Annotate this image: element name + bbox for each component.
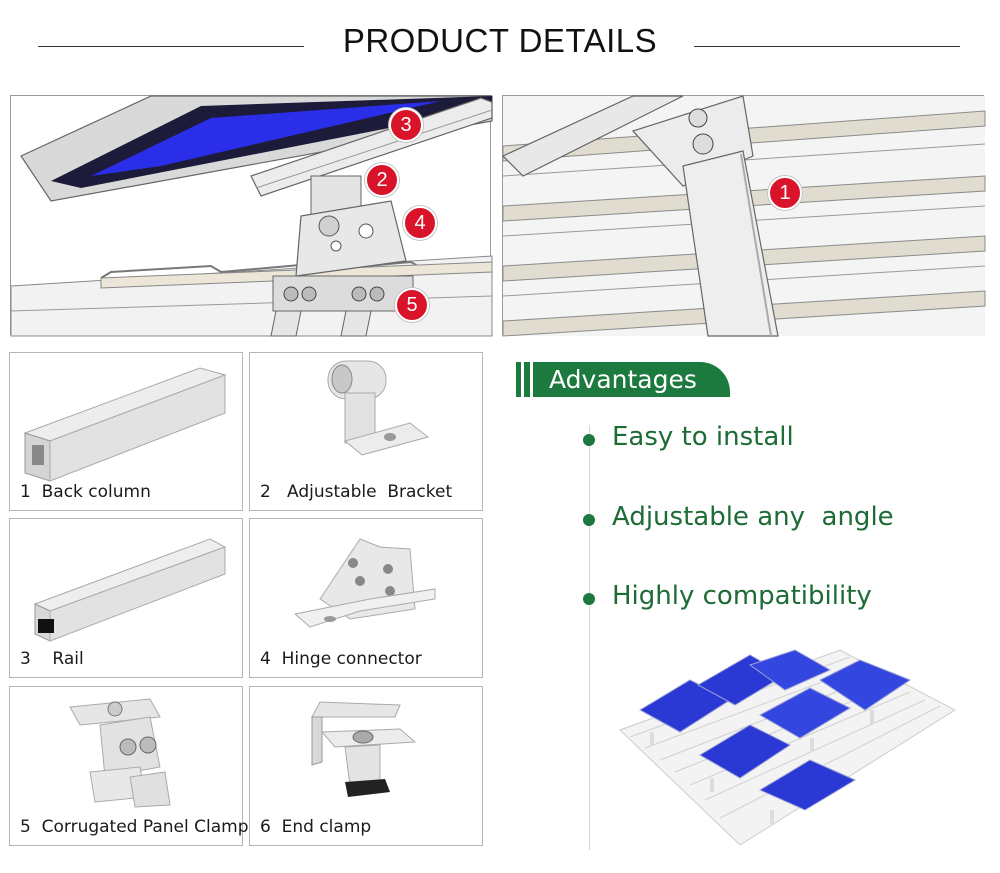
- part-card-rail: 3 Rail: [9, 518, 243, 678]
- page-title: PRODUCT DETAILS: [342, 22, 658, 59]
- advantage-item: Highly compatibility: [612, 581, 872, 611]
- header-divider-left: [38, 46, 304, 47]
- advantage-bullet: [583, 434, 595, 446]
- part-caption: 1 Back column: [20, 482, 151, 502]
- part-caption: 2 Adjustable Bracket: [260, 482, 453, 502]
- part-card-end-clamp: 6 End clamp: [249, 686, 483, 846]
- assembly-diagram-right: 1: [501, 95, 986, 337]
- tab-stripe-1: [516, 362, 521, 397]
- tab-stripe-2: [524, 362, 530, 397]
- part-caption: 6 End clamp: [260, 817, 372, 837]
- advantages-timeline-line: [589, 425, 590, 850]
- hinge-connector-image: [293, 538, 436, 628]
- rail-image: [33, 538, 227, 642]
- callout-rail: 3: [389, 108, 423, 142]
- part-card-hinge-connector: 4 Hinge connector: [249, 518, 483, 678]
- part-caption: 4 Hinge connector: [260, 649, 422, 669]
- assembly-diagram-left: 3 2 4 5: [10, 95, 493, 337]
- callout-back-column: 1: [768, 176, 802, 210]
- advantages-title: Advantages: [549, 365, 697, 394]
- callout-hinge-connector: 4: [403, 206, 437, 240]
- part-card-adjustable-bracket: 2 Adjustable Bracket: [249, 352, 483, 511]
- corrugated-panel-clamp-image: [69, 698, 171, 808]
- part-card-back-column: 1 Back column: [9, 352, 243, 511]
- adjustable-bracket-image: [327, 360, 430, 456]
- advantage-bullet: [583, 593, 595, 605]
- advantages-heading-tab: Advantages: [516, 362, 730, 397]
- callout-bracket: 2: [365, 163, 399, 197]
- part-caption: 5 Corrugated Panel Clamp: [20, 817, 249, 837]
- end-clamp-image: [311, 701, 417, 797]
- callout-clamp: 5: [395, 288, 429, 322]
- assembly-illustration-left: [10, 95, 493, 337]
- solar-array-image: [619, 649, 957, 846]
- page-header: PRODUCT DETAILS: [0, 20, 1000, 70]
- assembly-illustration-right: [501, 95, 986, 337]
- advantage-item: Easy to install: [612, 422, 794, 452]
- back-column-image: [23, 367, 227, 482]
- advantage-bullet: [583, 514, 595, 526]
- advantage-item: Adjustable any angle: [612, 502, 894, 532]
- header-divider-right: [694, 46, 960, 47]
- part-card-corrugated-panel-clamp: 5 Corrugated Panel Clamp: [9, 686, 249, 846]
- part-caption: 3 Rail: [20, 649, 84, 669]
- tab-body: [533, 362, 730, 397]
